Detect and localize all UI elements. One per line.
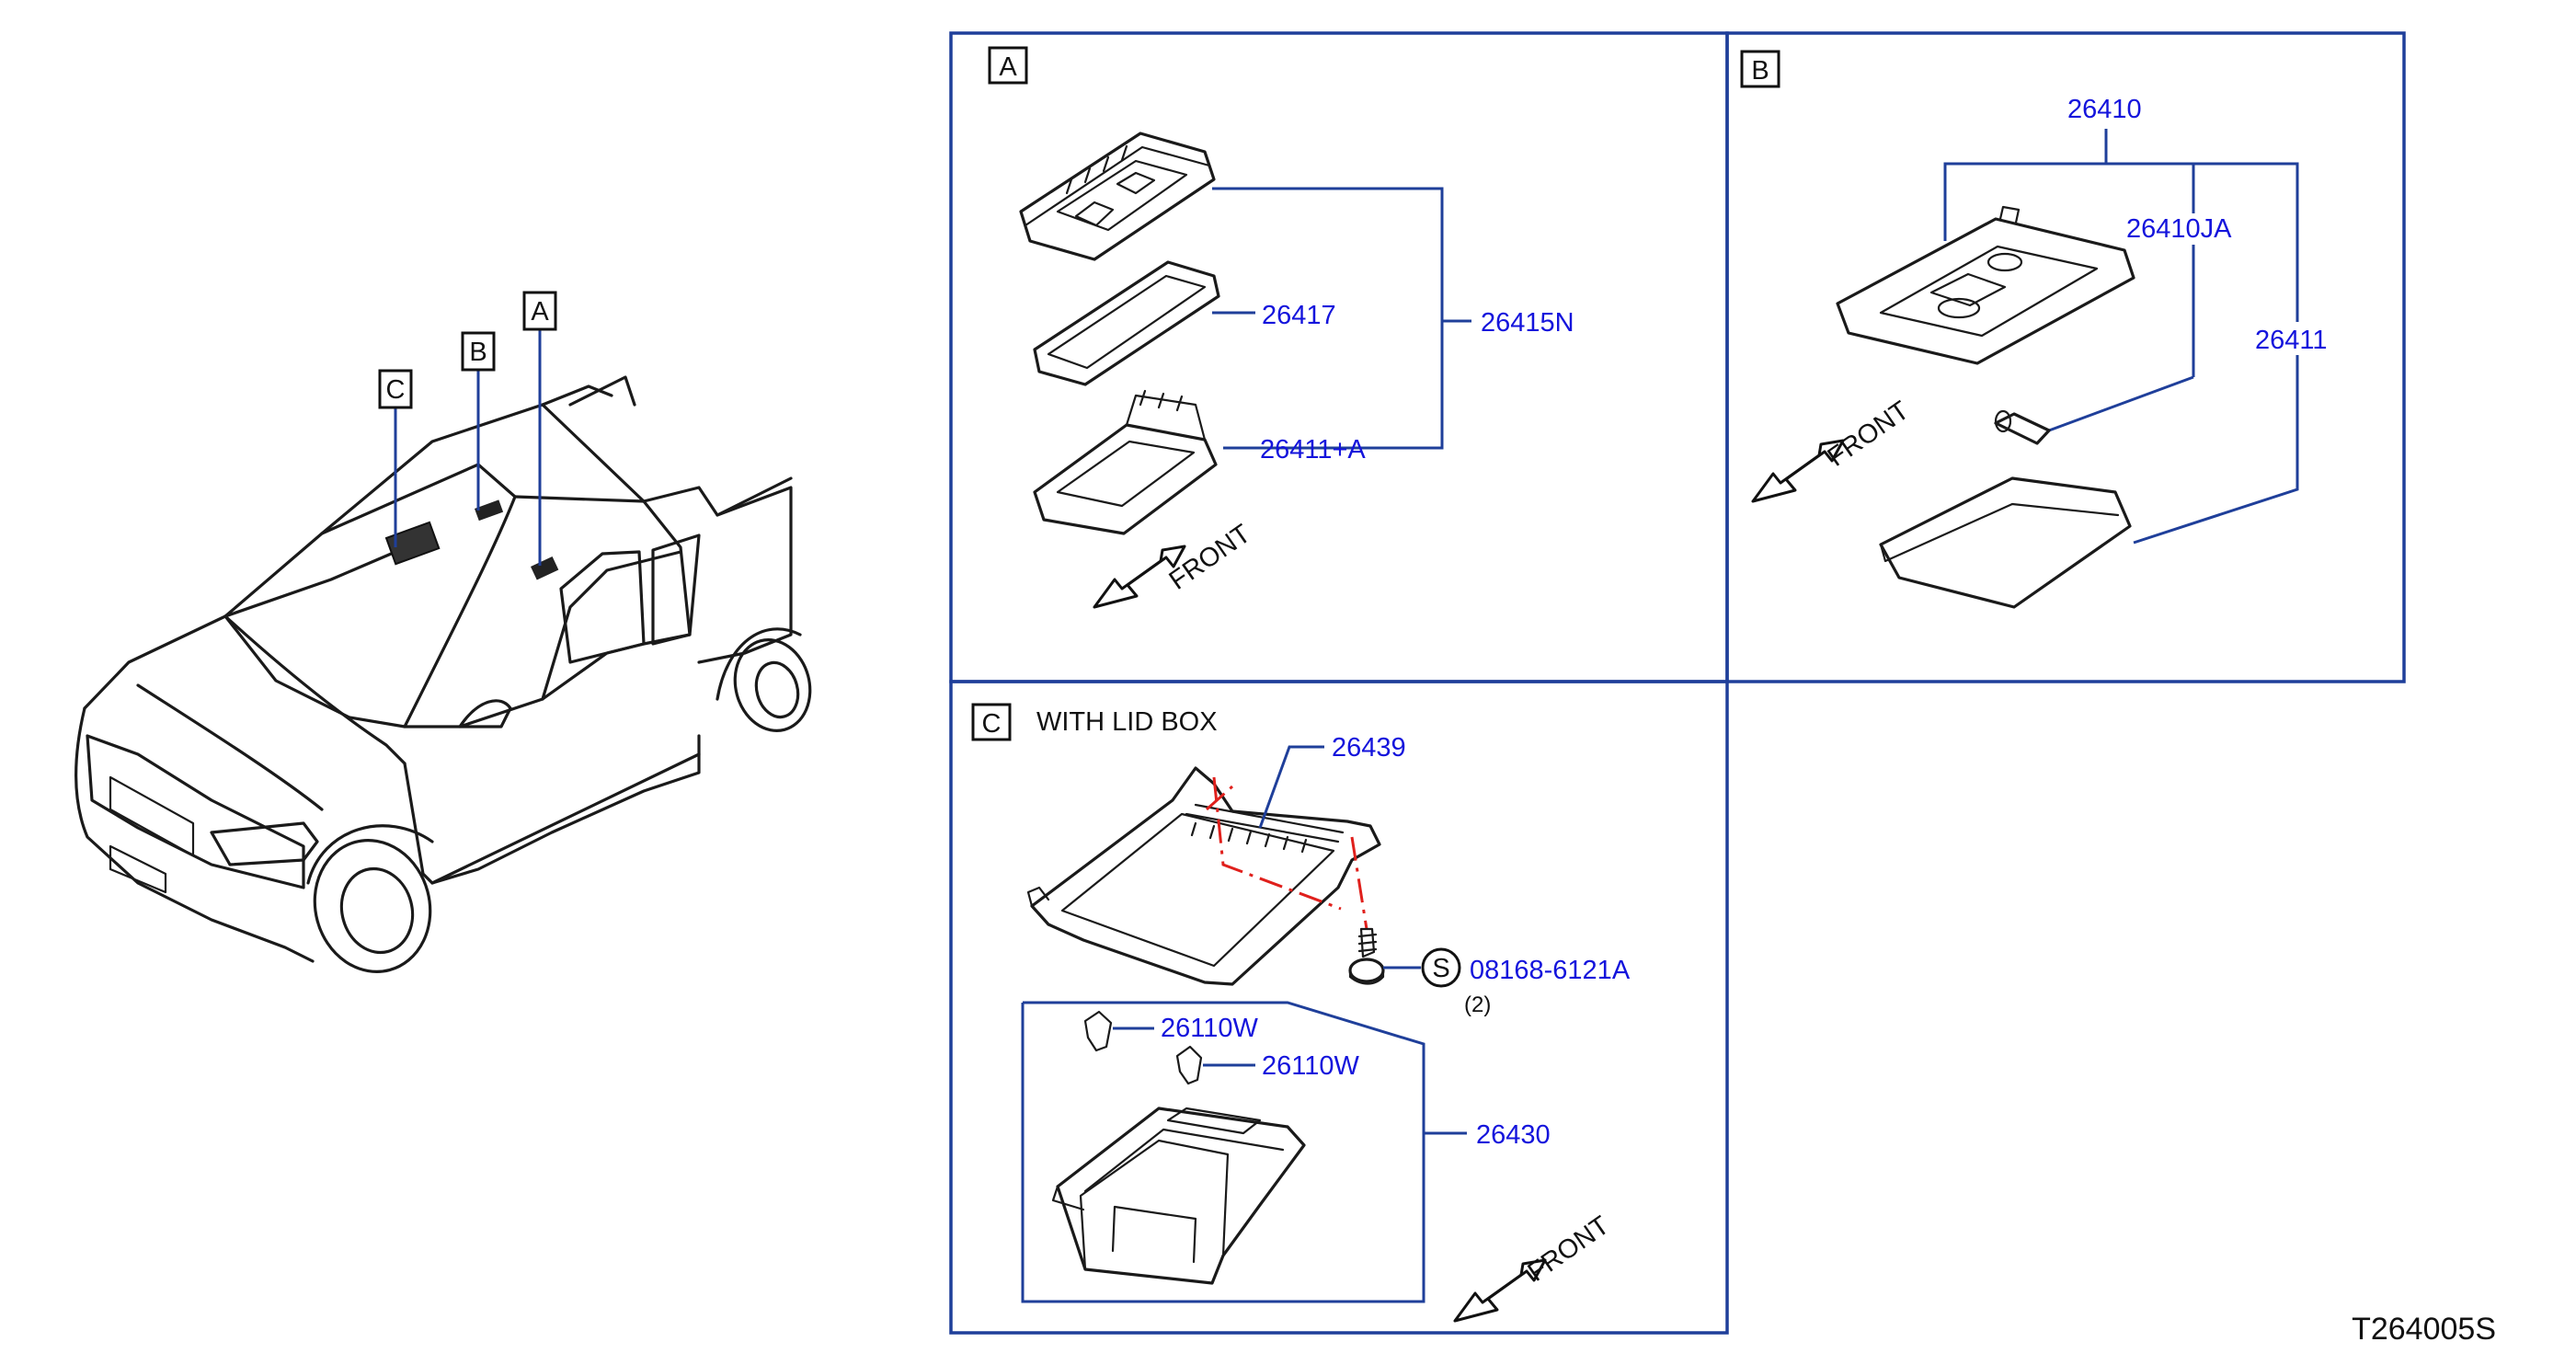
room-lamp-lens-part: [1879, 476, 2132, 609]
part-number-26410ja: 26410JA: [2126, 214, 2232, 244]
section-b-frame: [1725, 31, 2406, 683]
front-arrow-c: FRONT: [1453, 1210, 1615, 1323]
part-number-26110w-2: 26110W: [1262, 1051, 1359, 1081]
svg-text:FRONT: FRONT: [1823, 396, 1915, 473]
part-number-26439: 26439: [1332, 733, 1406, 763]
bulb-part: [1994, 409, 2051, 445]
clip-part-2: [1175, 1045, 1203, 1085]
part-number-26415n: 26415N: [1481, 308, 1574, 338]
section-b-label: B: [1740, 50, 1780, 88]
map-lamp-assembly-part: [1033, 389, 1218, 535]
quantity-label: (2): [1464, 992, 1491, 1017]
vehicle-callout-c: C: [378, 369, 413, 409]
vehicle-callout-a: A: [522, 291, 557, 331]
svg-text:FRONT: FRONT: [1523, 1210, 1615, 1288]
lid-box-part: [1051, 1107, 1306, 1285]
screw-part: [1348, 927, 1385, 985]
part-number-26411: 26411: [2255, 326, 2328, 355]
section-c-frame: [949, 680, 1729, 1335]
front-arrow-b: FRONT: [1751, 396, 1915, 503]
leader-26410ja: [2048, 375, 2194, 432]
map-lamp-housing-part: [1019, 132, 1216, 261]
section-a-label: A: [988, 46, 1028, 85]
clip-part-1: [1083, 1010, 1113, 1052]
pickup-truck-illustration: [74, 375, 812, 973]
vehicle-callout-b: B: [461, 331, 496, 372]
section-a-frame: [949, 31, 1729, 683]
diagram-code: T264005S: [2352, 1312, 2496, 1347]
svg-text:A: A: [531, 297, 549, 327]
leader-26410: [1943, 129, 2108, 241]
leader-26439: [1258, 745, 1324, 829]
svg-text:B: B: [1751, 56, 1769, 86]
svg-text:C: C: [982, 709, 1002, 739]
map-lamp-lens-part: [1033, 260, 1220, 386]
section-c-note: WITH LID BOX: [1036, 707, 1218, 737]
part-number-08168-6121a: 08168-6121A: [1470, 956, 1631, 985]
section-c-label: C: [971, 703, 1012, 741]
svg-text:C: C: [386, 375, 406, 405]
bracket-part: [1026, 766, 1381, 986]
svg-text:B: B: [469, 338, 487, 367]
part-number-26110w-1: 26110W: [1161, 1014, 1258, 1043]
symbol-s: S: [1421, 947, 1461, 988]
part-number-26430: 26430: [1476, 1120, 1551, 1150]
room-lamp-housing-part: [1836, 205, 2135, 365]
part-number-26411-a: 26411+A: [1260, 435, 1366, 465]
svg-text:S: S: [1432, 954, 1449, 983]
lid-box-subassembly-frame: [1021, 1001, 1425, 1303]
part-number-26417: 26417: [1262, 301, 1336, 330]
leader-26415n: [1212, 187, 1444, 450]
part-number-26410: 26410: [2067, 95, 2142, 124]
svg-text:A: A: [999, 52, 1017, 82]
